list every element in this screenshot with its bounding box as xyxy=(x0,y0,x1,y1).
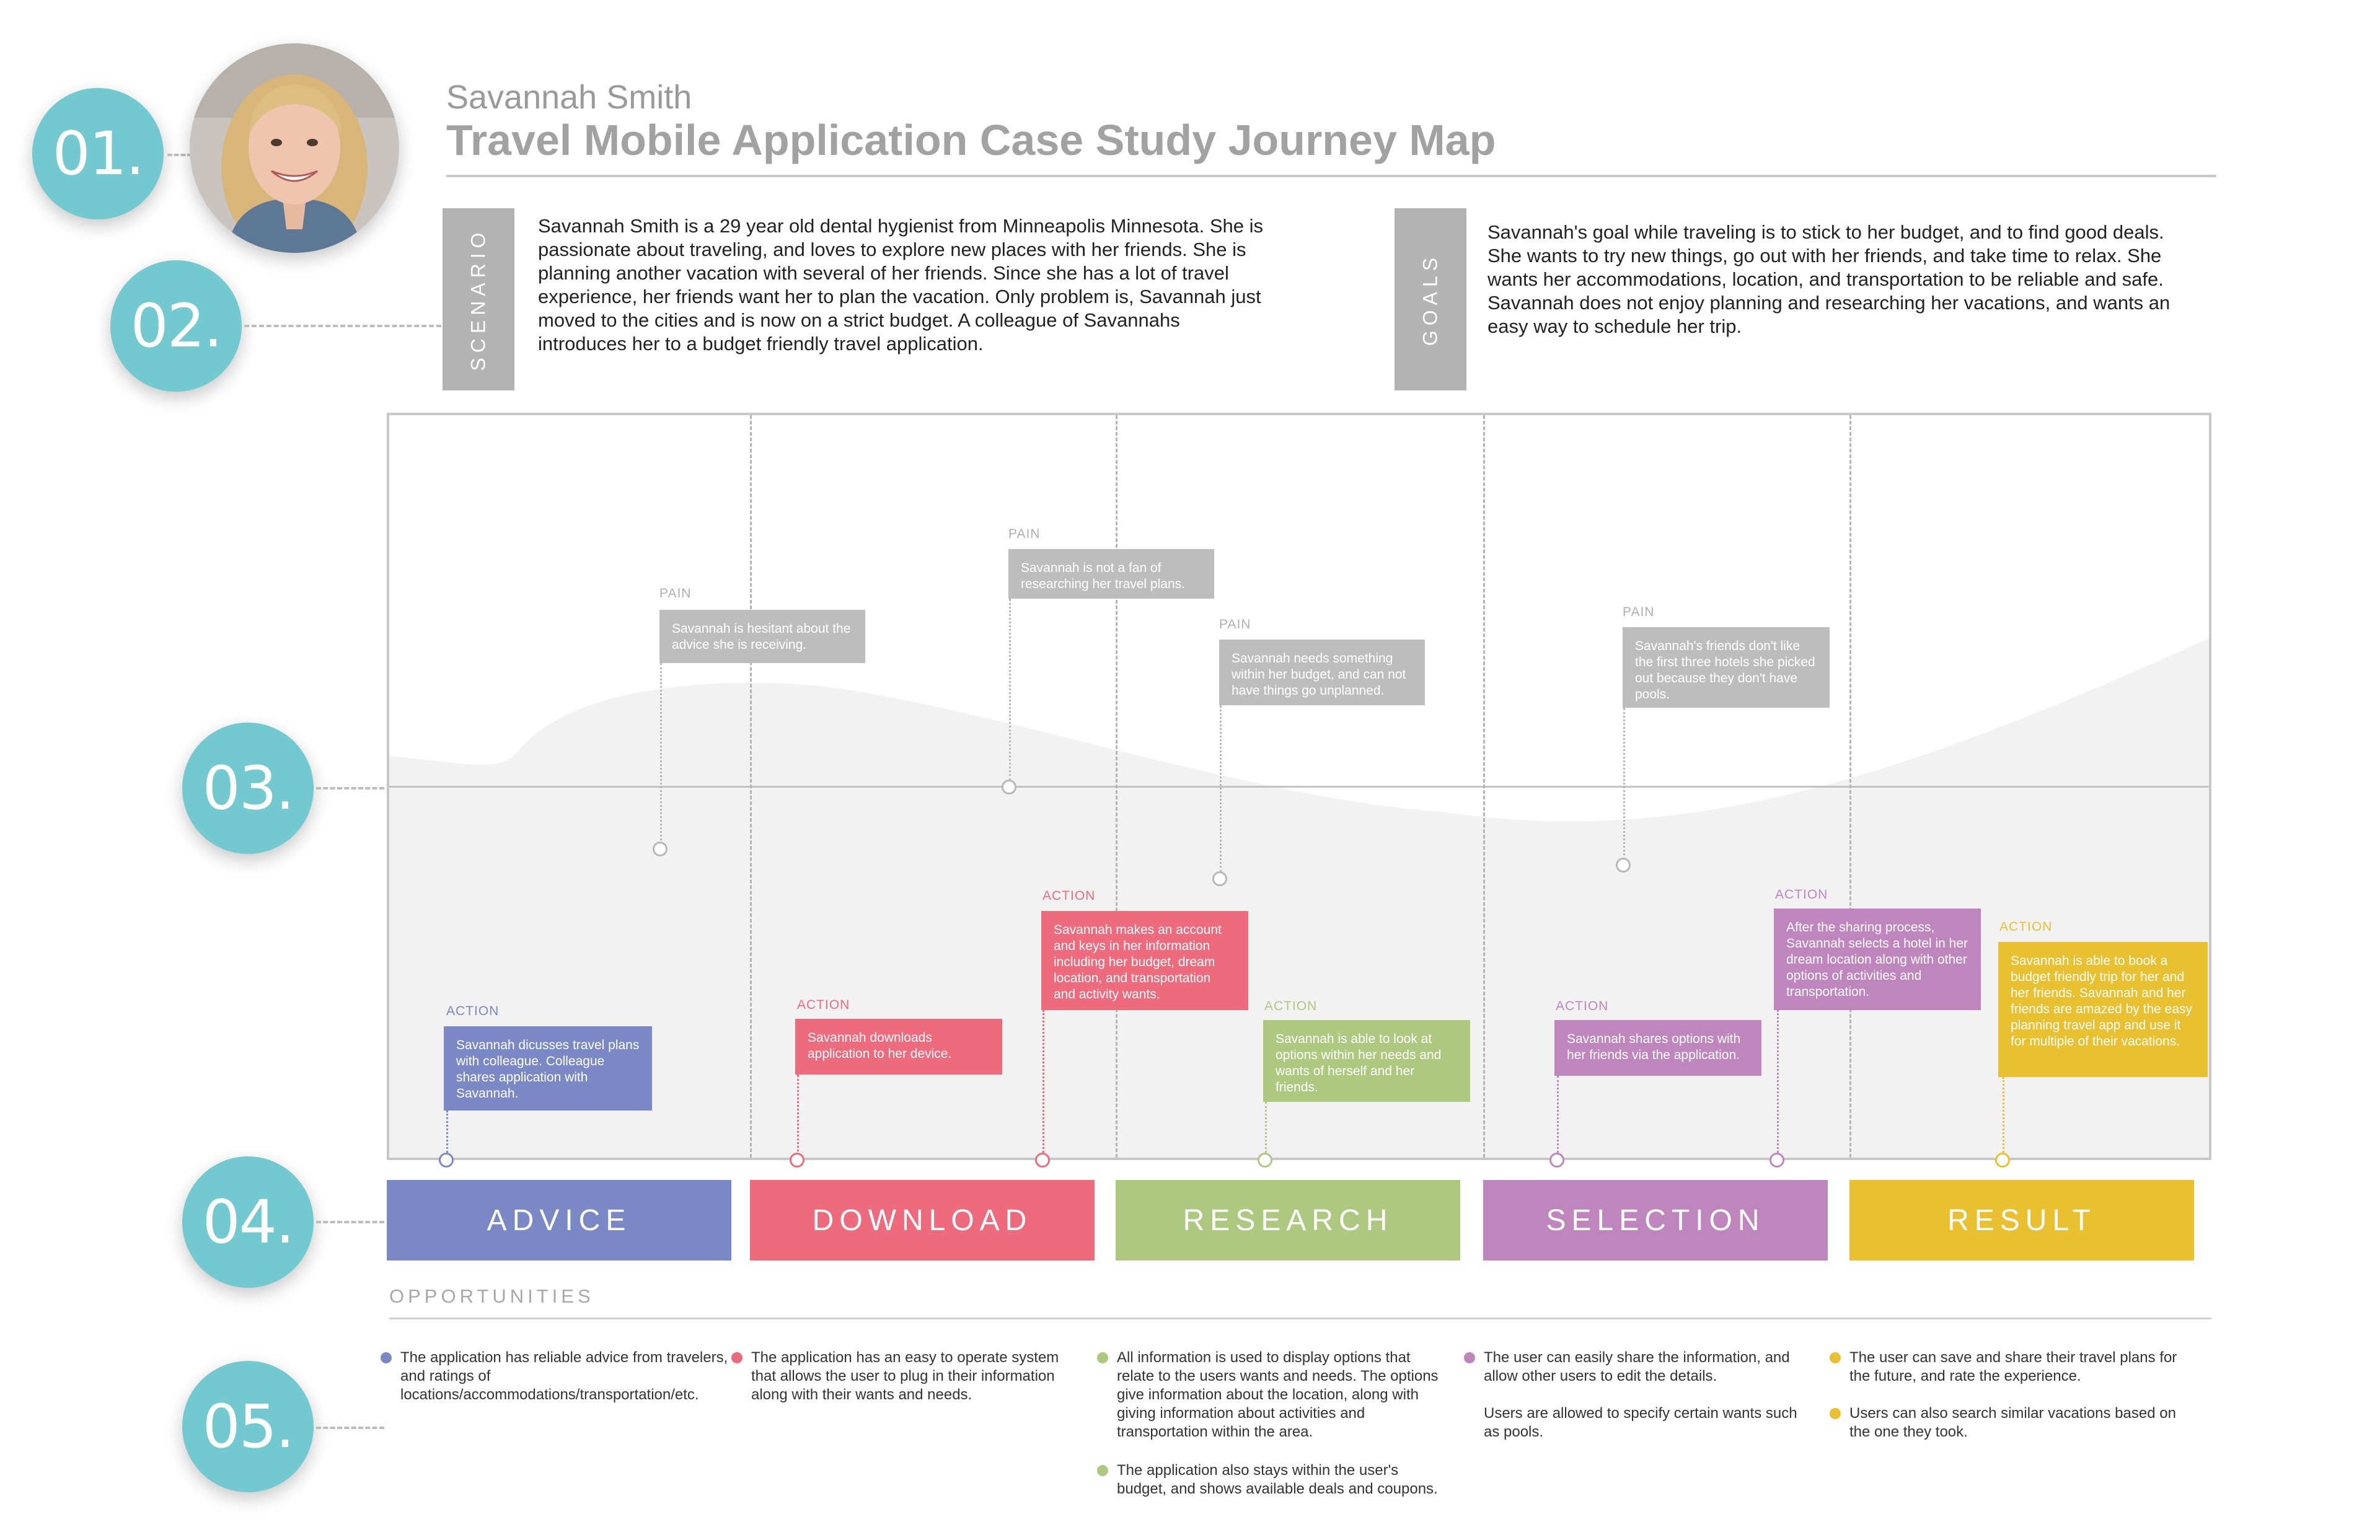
action-point-dot xyxy=(1770,1153,1784,1168)
action-label: ACTION xyxy=(1999,920,2053,934)
action-label: ACTION xyxy=(1556,999,1609,1013)
action-point-dot xyxy=(790,1153,804,1168)
stage-research: RESEARCH xyxy=(1116,1180,1460,1261)
scenario-label-text: SCENARIO xyxy=(467,227,490,371)
action-box-result: Savannah is able to book a budget friend… xyxy=(1998,942,2208,1077)
opportunities-title: OPPORTUNITIES xyxy=(389,1285,594,1307)
pain-connector xyxy=(1220,705,1222,873)
stage-divider-3 xyxy=(1483,415,1485,1158)
bullet-dot xyxy=(1097,1352,1108,1363)
marker-01: 01. xyxy=(32,88,164,219)
neutral-line xyxy=(389,786,2209,788)
bullet-dot xyxy=(1464,1352,1475,1363)
stage-divider-1 xyxy=(750,415,752,1158)
pain-point-dot xyxy=(653,842,668,856)
marker-04-leader xyxy=(316,1221,384,1223)
action-point-dot xyxy=(1035,1153,1050,1168)
action-box-select: After the sharing process, Savannah sele… xyxy=(1774,909,1981,1010)
bullet-dot xyxy=(1830,1408,1841,1419)
opportunity-item: The user can save and share their travel… xyxy=(1849,1349,2177,1384)
pain-label: PAIN xyxy=(1219,617,1251,631)
opportunity-item: Users can also search similar vacations … xyxy=(1849,1405,2176,1440)
scenario-text: Savannah Smith is a 29 year old dental h… xyxy=(538,215,1264,354)
marker-01-leader xyxy=(167,154,192,156)
stage-divider-2 xyxy=(1116,415,1117,1158)
action-point-dot xyxy=(439,1153,454,1168)
stage-download: DOWNLOAD xyxy=(750,1180,1095,1261)
opportunity-item: The user can easily share the informatio… xyxy=(1484,1349,1790,1384)
pain-box: Savannah is not a fan of researching her… xyxy=(1008,549,1214,599)
marker-05-leader xyxy=(316,1427,384,1429)
action-box-download: Savannah downloads application to her de… xyxy=(795,1019,1002,1075)
action-point-dot xyxy=(1995,1153,2010,1168)
pain-label: PAIN xyxy=(1623,605,1655,619)
pain-connector xyxy=(1009,599,1011,781)
marker-04: 04. xyxy=(182,1156,314,1288)
action-box-share: Savannah shares options with her friends… xyxy=(1554,1020,1761,1076)
journey-map-frame xyxy=(387,413,2211,1160)
bullet-dot xyxy=(731,1352,743,1363)
goals-label: GOALS xyxy=(1395,208,1466,390)
action-connector xyxy=(2003,1077,2004,1156)
pain-connector xyxy=(1623,708,1625,860)
action-point-dot xyxy=(1549,1153,1564,1168)
title-divider xyxy=(446,175,2216,177)
action-connector xyxy=(446,1111,448,1156)
action-label: ACTION xyxy=(797,998,850,1012)
goals-text: Savannah's goal while traveling is to st… xyxy=(1488,221,2171,337)
marker-03: 03. xyxy=(182,723,314,854)
scenario-label: SCENARIO xyxy=(443,208,514,390)
marker-02-leader xyxy=(244,325,441,327)
action-connector xyxy=(1265,1102,1267,1156)
pain-box: Savannah needs something within her budg… xyxy=(1219,640,1425,705)
bullet-dot xyxy=(1830,1352,1841,1363)
bullet-dot xyxy=(1097,1465,1108,1476)
pain-box: Savannah's friends don't like the first … xyxy=(1623,627,1830,708)
pain-point-dot xyxy=(1212,871,1227,886)
goals-label-text: GOALS xyxy=(1419,252,1442,346)
action-box-account: Savannah makes an account and keys in he… xyxy=(1041,911,1248,1010)
action-point-dot xyxy=(1258,1153,1272,1168)
page-title: Travel Mobile Application Case Study Jou… xyxy=(446,116,1496,164)
pain-box: Savannah is hesitant about the advice sh… xyxy=(659,610,865,663)
stage-result: RESULT xyxy=(1849,1180,2194,1261)
action-box-research: Savannah is able to look at options with… xyxy=(1263,1020,1470,1102)
opportunities-divider xyxy=(389,1318,2211,1319)
bullet-dot xyxy=(381,1352,392,1363)
pain-label: PAIN xyxy=(659,586,692,601)
persona-name: Savannah Smith xyxy=(446,79,692,116)
person-photo-icon xyxy=(190,43,399,253)
pain-point-dot xyxy=(1002,780,1016,794)
opportunity-item: The application has reliable advice from… xyxy=(400,1349,728,1403)
persona-avatar xyxy=(190,43,399,253)
opportunity-item: The application also stays within the us… xyxy=(1117,1462,1438,1497)
action-connector xyxy=(1777,1010,1779,1156)
pain-label: PAIN xyxy=(1008,527,1041,541)
opportunity-item: The application has an easy to operate s… xyxy=(751,1349,1059,1403)
opportunity-item: All information is used to display optio… xyxy=(1117,1349,1439,1440)
stage-advice: ADVICE xyxy=(387,1180,731,1261)
pain-point-dot xyxy=(1616,858,1631,873)
action-label: ACTION xyxy=(1264,999,1318,1013)
pain-connector xyxy=(660,663,662,844)
stage-selection: SELECTION xyxy=(1483,1180,1828,1261)
action-box-advice: Savannah dicusses travel plans with coll… xyxy=(444,1026,652,1111)
action-connector xyxy=(1557,1076,1559,1156)
opportunity-item: Users are allowed to specify certain wan… xyxy=(1484,1405,1797,1440)
action-connector xyxy=(1042,1010,1044,1156)
marker-02: 02. xyxy=(110,260,242,392)
action-label: ACTION xyxy=(1042,889,1096,903)
action-connector xyxy=(797,1075,799,1156)
action-label: ACTION xyxy=(1775,887,1828,902)
action-label: ACTION xyxy=(446,1004,500,1018)
stage-divider-4 xyxy=(1849,415,1851,1158)
marker-05: 05. xyxy=(182,1361,314,1492)
marker-03-leader xyxy=(316,787,384,790)
